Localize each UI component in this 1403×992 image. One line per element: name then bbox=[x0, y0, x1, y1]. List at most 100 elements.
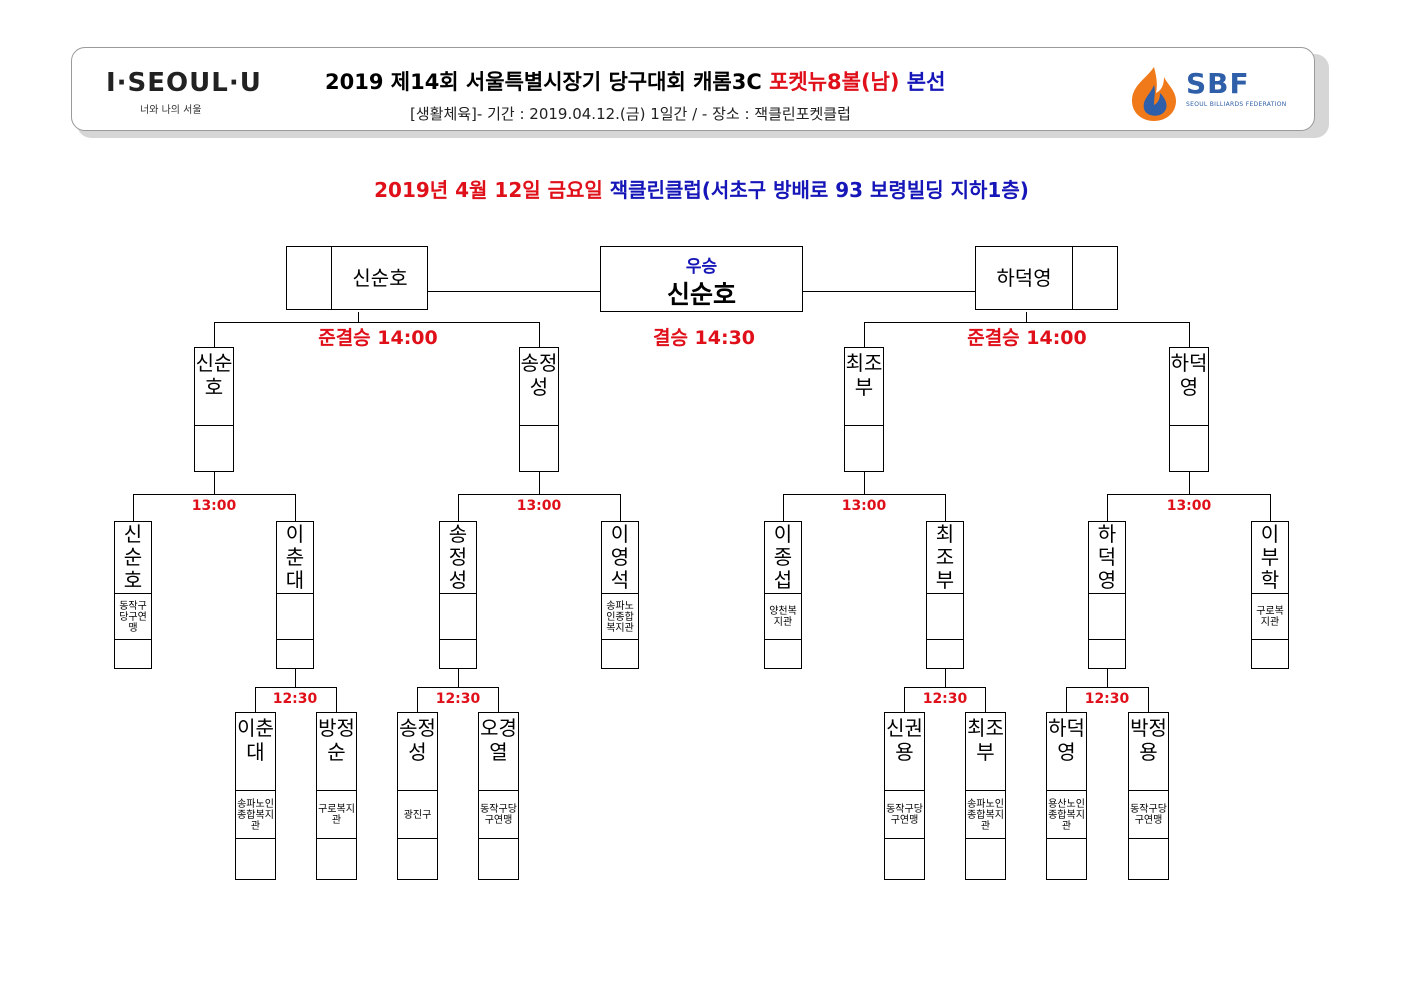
semi-time-right: 준결승 14:00 bbox=[967, 327, 1087, 349]
final-connector-left bbox=[428, 291, 600, 292]
player-name: 이춘대 bbox=[236, 713, 275, 791]
player-affiliation: 동작구당구연맹 bbox=[1129, 792, 1168, 839]
qf-time-label: 13:00 bbox=[1166, 498, 1212, 514]
r1-time-label: 12:30 bbox=[435, 691, 481, 707]
r1-connector-stub bbox=[295, 669, 296, 687]
r1-connector-drop bbox=[498, 687, 499, 713]
qf-connector-stub bbox=[1189, 472, 1190, 494]
qf-connector-drop bbox=[1270, 494, 1271, 521]
qf-time-label: 13:00 bbox=[191, 498, 237, 514]
r1-connector-drop bbox=[255, 687, 256, 713]
semifinalist-name: 신순호 bbox=[195, 348, 233, 426]
player-affiliation bbox=[1089, 595, 1125, 640]
page-subtitle: [생활체육]- 기간 : 2019.04.12.(금) 1일간 / - 장소 :… bbox=[410, 105, 851, 123]
qf-player-box: 하덕영 bbox=[1088, 521, 1126, 669]
r1-connector-drop bbox=[1148, 687, 1149, 713]
r1-time-label: 12:30 bbox=[272, 691, 318, 707]
qf-connector-bar bbox=[133, 494, 296, 495]
qf-connector-stub bbox=[539, 472, 540, 494]
player-name: 박정용 bbox=[1129, 713, 1168, 791]
right-finalist-box: 하덕영 bbox=[975, 246, 1118, 310]
qf-connector-drop bbox=[295, 494, 296, 521]
qf-player-box: 이춘대 bbox=[276, 521, 314, 669]
player-affiliation: 광진구 bbox=[398, 792, 437, 839]
header-card bbox=[71, 47, 1315, 131]
champion-name: 신순호 bbox=[666, 280, 736, 309]
r1-time-label: 12:30 bbox=[1084, 691, 1130, 707]
semi-connector-stub bbox=[1026, 312, 1027, 322]
r1-connector-drop bbox=[417, 687, 418, 713]
player-name: 송정성 bbox=[398, 713, 437, 791]
r1-connector-drop bbox=[336, 687, 337, 713]
semi-connector-drop bbox=[1189, 322, 1190, 348]
left-finalist-name: 신순호 bbox=[331, 247, 428, 309]
player-name: 송정성 bbox=[440, 522, 476, 594]
player-affiliation bbox=[277, 595, 313, 640]
event-date: 2019년 4월 12일 금요일 bbox=[374, 178, 603, 202]
r1-connector-drop bbox=[904, 687, 905, 713]
champion-box: 우승 신순호 bbox=[600, 246, 803, 312]
player-affiliation: 송파노인종합복지관 bbox=[236, 792, 275, 839]
semifinalist-box: 신순호 bbox=[194, 347, 234, 472]
semifinalist-box: 하덕영 bbox=[1169, 347, 1209, 472]
event-venue: 잭클린클럽(서초구 방배로 93 보령빌딩 지하1층) bbox=[609, 178, 1029, 202]
player-name: 이춘대 bbox=[277, 522, 313, 594]
left-finalist-box: 신순호 bbox=[286, 246, 428, 310]
title-main: 2019 제14회 서울특별시장기 당구대회 캐롬3C bbox=[325, 70, 762, 94]
r1-connector-drop bbox=[985, 687, 986, 713]
player-name: 이부학 bbox=[1252, 522, 1288, 594]
seoul-logo-slogan: 너와 나의 서울 bbox=[140, 105, 202, 116]
player-name: 이영석 bbox=[602, 522, 638, 594]
player-affiliation: 송파노인종합복지관 bbox=[602, 595, 638, 640]
qf-connector-bar bbox=[1107, 494, 1271, 495]
semifinalist-name: 하덕영 bbox=[1170, 348, 1208, 426]
r1-connector-bar bbox=[1066, 687, 1149, 688]
semi-time-left: 준결승 14:00 bbox=[318, 327, 438, 349]
player-affiliation: 동작구당구연맹 bbox=[479, 792, 518, 839]
seoul-logo: I·SEOUL·U bbox=[106, 68, 262, 98]
qf-connector-drop bbox=[783, 494, 784, 521]
title-event: 포켓뉴8볼(남) bbox=[769, 70, 900, 94]
r1-connector-bar bbox=[255, 687, 337, 688]
right-finalist-name: 하덕영 bbox=[976, 247, 1073, 309]
player-affiliation: 구로복지관 bbox=[1252, 595, 1288, 640]
player-name: 이종섭 bbox=[765, 522, 801, 594]
semi-connector-drop bbox=[214, 322, 215, 348]
player-affiliation: 용산노인종합복지관 bbox=[1047, 792, 1086, 839]
r1-connector-bar bbox=[904, 687, 986, 688]
r1-connector-bar bbox=[417, 687, 499, 688]
qf-connector-bar bbox=[783, 494, 946, 495]
player-name: 하덕영 bbox=[1047, 713, 1086, 791]
semi-connector-bar bbox=[214, 322, 540, 323]
qf-connector-stub bbox=[864, 472, 865, 494]
player-affiliation bbox=[927, 595, 963, 640]
qf-connector-bar bbox=[458, 494, 621, 495]
qf-player-box: 송정성 bbox=[439, 521, 477, 669]
sbf-flame-icon bbox=[1132, 67, 1176, 121]
player-name: 하덕영 bbox=[1089, 522, 1125, 594]
player-name: 신순호 bbox=[115, 522, 151, 594]
player-name: 오경열 bbox=[479, 713, 518, 791]
player-affiliation: 동작구당구연맹 bbox=[115, 595, 151, 640]
qf-connector-drop bbox=[1107, 494, 1108, 521]
r1-connector-drop bbox=[1066, 687, 1067, 713]
player-name: 방정순 bbox=[317, 713, 356, 791]
qf-connector-drop bbox=[458, 494, 459, 521]
player-affiliation: 동작구당구연맹 bbox=[885, 792, 924, 839]
qf-connector-stub bbox=[214, 472, 215, 494]
qf-connector-drop bbox=[945, 494, 946, 521]
player-affiliation: 구로복지관 bbox=[317, 792, 356, 839]
player-affiliation: 송파노인종합복지관 bbox=[966, 792, 1005, 839]
r1-connector-stub bbox=[1107, 669, 1108, 687]
player-name: 신권용 bbox=[885, 713, 924, 791]
sbf-logo-sub: SEOUL BILLIARDS FEDERATION bbox=[1186, 101, 1287, 108]
final-time: 결승 14:30 bbox=[652, 327, 756, 349]
